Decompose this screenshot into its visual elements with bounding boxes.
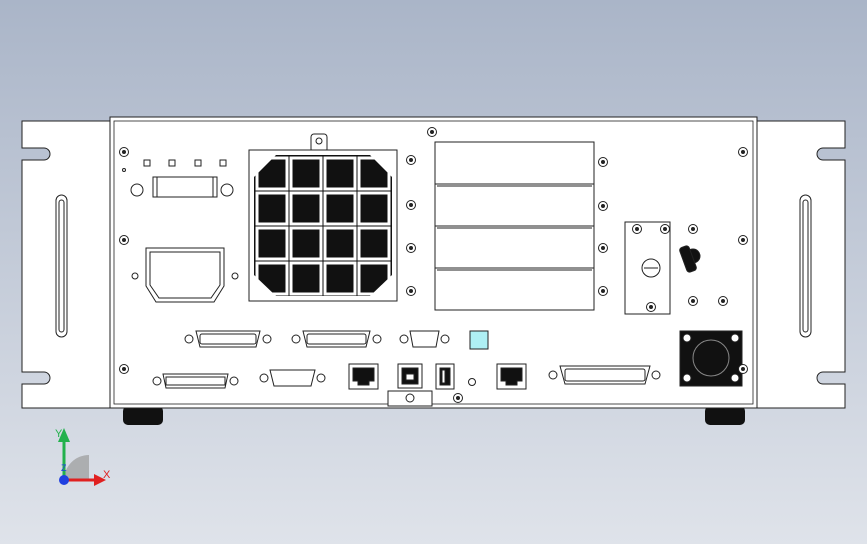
ethernet-port-1 (348, 363, 379, 390)
z-axis-marker (59, 475, 69, 485)
screw (427, 127, 437, 137)
dsub-connectors-lower (152, 365, 661, 389)
screw (598, 157, 608, 167)
screw (632, 224, 642, 234)
x-axis-label: X (103, 469, 111, 481)
fan-guard (248, 133, 398, 302)
fan-slot (323, 191, 357, 226)
fan-slot (255, 191, 289, 226)
status-indicator (469, 330, 489, 350)
y-axis-label: Y (55, 428, 63, 440)
expansion-slots (434, 141, 595, 311)
screw (718, 296, 728, 306)
fan-slot (255, 156, 289, 191)
left-rack-ear (21, 120, 111, 409)
axis-triad[interactable]: Y X Z (55, 428, 111, 486)
fan-slot (357, 156, 391, 191)
screw (660, 224, 670, 234)
fan-slot (323, 261, 357, 296)
circular-power-connector (679, 330, 743, 387)
panel-screws (119, 127, 748, 403)
screw (119, 364, 129, 374)
screw (406, 243, 416, 253)
screw (646, 302, 656, 312)
fan-slot (255, 261, 289, 296)
fan-slot (289, 156, 323, 191)
fan-slot (357, 261, 391, 296)
usb-a-port (435, 363, 476, 390)
screw (119, 235, 129, 245)
screw (406, 200, 416, 210)
screw (738, 364, 748, 374)
z-axis-label: Z (61, 463, 67, 473)
fan-slot (289, 191, 323, 226)
fan-slot (289, 261, 323, 296)
screw (119, 147, 129, 157)
top-left-connector (130, 176, 234, 198)
fan-slot (357, 191, 391, 226)
screw (598, 201, 608, 211)
screw (738, 147, 748, 157)
power-inlet (131, 247, 239, 303)
dsub-connectors-upper (184, 330, 450, 348)
fan-slot (255, 226, 289, 261)
screw (598, 243, 608, 253)
usb-b-port (387, 363, 433, 407)
key-switch[interactable] (624, 221, 701, 315)
screw (406, 155, 416, 165)
screw (688, 296, 698, 306)
screw (406, 286, 416, 296)
screw (598, 286, 608, 296)
screw (738, 235, 748, 245)
fan-slot (289, 226, 323, 261)
ethernet-port-2 (496, 363, 527, 390)
fan-slot (323, 156, 357, 191)
fan-slot (357, 226, 391, 261)
fan-slot (323, 226, 357, 261)
rubber-feet (123, 406, 745, 425)
led-indicators (122, 159, 227, 172)
screw (453, 393, 463, 403)
screw (688, 224, 698, 234)
right-rack-ear (756, 120, 846, 409)
